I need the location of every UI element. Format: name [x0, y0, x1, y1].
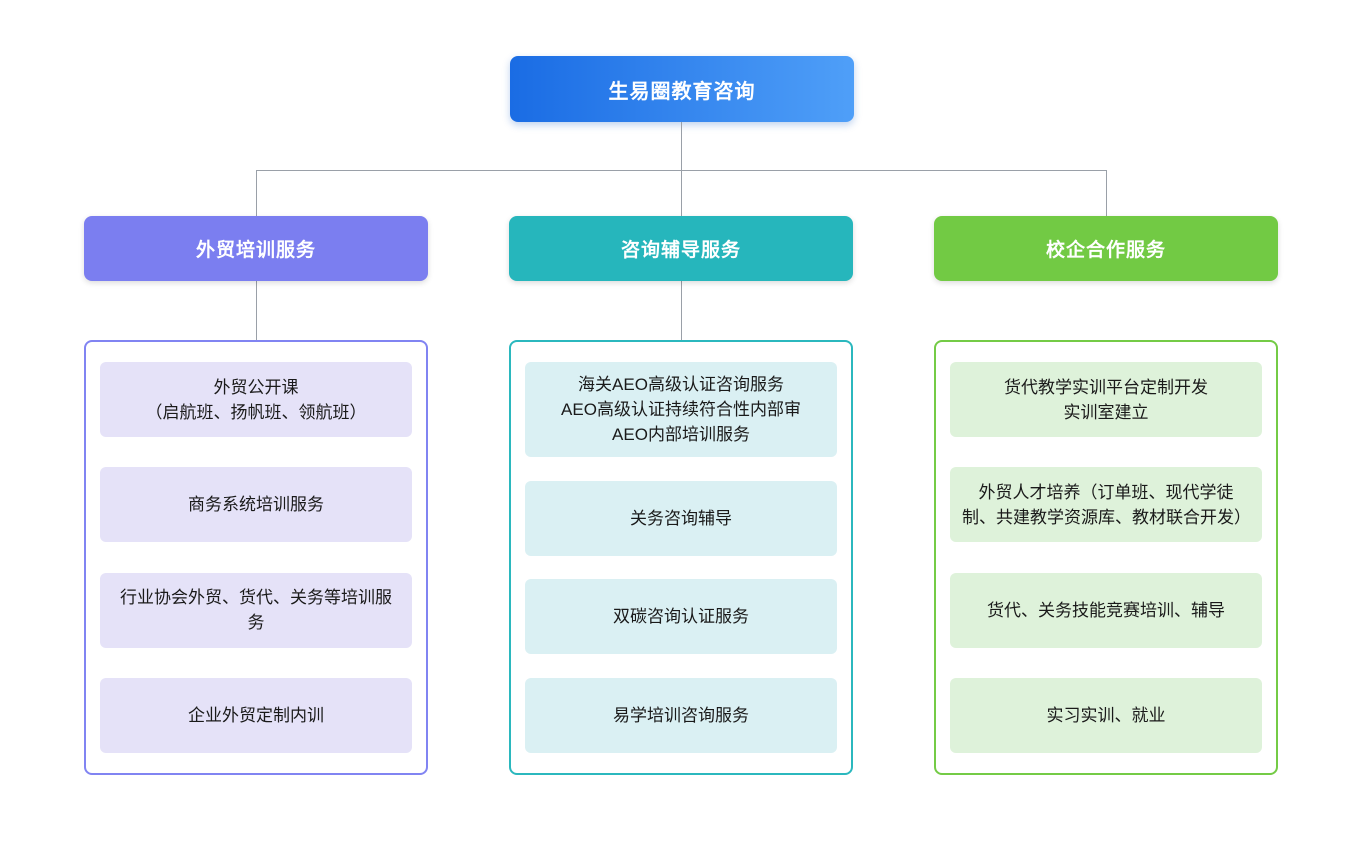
- branch-header-foreign-trade-training[interactable]: 外贸培训服务: [84, 216, 428, 281]
- connector-substem-1: [256, 281, 257, 340]
- service-item-internship-employment[interactable]: 实习实训、就业: [950, 677, 1262, 753]
- service-item-skills-competition[interactable]: 货代、关务技能竞赛培训、辅导: [950, 572, 1262, 648]
- service-item-enterprise-custom-training[interactable]: 企业外贸定制内训: [100, 677, 412, 753]
- root-node-label: 生易圈教育咨询: [608, 80, 756, 103]
- service-item-dual-carbon[interactable]: 双碳咨询认证服务: [525, 579, 837, 655]
- service-item-association-training[interactable]: 行业协会外贸、货代、关务等培训服务: [100, 572, 412, 648]
- service-item-business-system-training[interactable]: 商务系统培训服务: [100, 467, 412, 543]
- service-item-open-course[interactable]: 外贸公开课 （启航班、扬帆班、领航班）: [100, 362, 412, 437]
- service-item-talent-cultivation[interactable]: 外贸人才培养（订单班、现代学徒制、共建教学资源库、教材联合开发）: [950, 467, 1262, 543]
- connector-substem-2: [681, 281, 682, 340]
- branch-header-consulting-coaching[interactable]: 咨询辅导服务: [509, 216, 853, 281]
- branch-panel-foreign-trade-training: 外贸公开课 （启航班、扬帆班、领航班） 商务系统培训服务 行业协会外贸、货代、关…: [84, 340, 428, 775]
- connector-drop-2: [681, 170, 682, 216]
- branch-panel-school-enterprise-cooperation: 货代教学实训平台定制开发 实训室建立 外贸人才培养（订单班、现代学徒制、共建教学…: [934, 340, 1278, 775]
- root-node[interactable]: 生易圈教育咨询: [510, 56, 854, 122]
- connector-root-stem: [681, 122, 682, 170]
- service-item-customs-consulting[interactable]: 关务咨询辅导: [525, 480, 837, 556]
- connector-drop-3: [1106, 170, 1107, 216]
- branch-panel-consulting-coaching: 海关AEO高级认证咨询服务 AEO高级认证持续符合性内部审 AEO内部培训服务 …: [509, 340, 853, 775]
- service-item-training-platform[interactable]: 货代教学实训平台定制开发 实训室建立: [950, 362, 1262, 437]
- branch-header-school-enterprise-cooperation[interactable]: 校企合作服务: [934, 216, 1278, 281]
- connector-drop-1: [256, 170, 257, 216]
- service-item-aeo-certification[interactable]: 海关AEO高级认证咨询服务 AEO高级认证持续符合性内部审 AEO内部培训服务: [525, 362, 837, 457]
- service-item-yixue-training[interactable]: 易学培训咨询服务: [525, 677, 837, 753]
